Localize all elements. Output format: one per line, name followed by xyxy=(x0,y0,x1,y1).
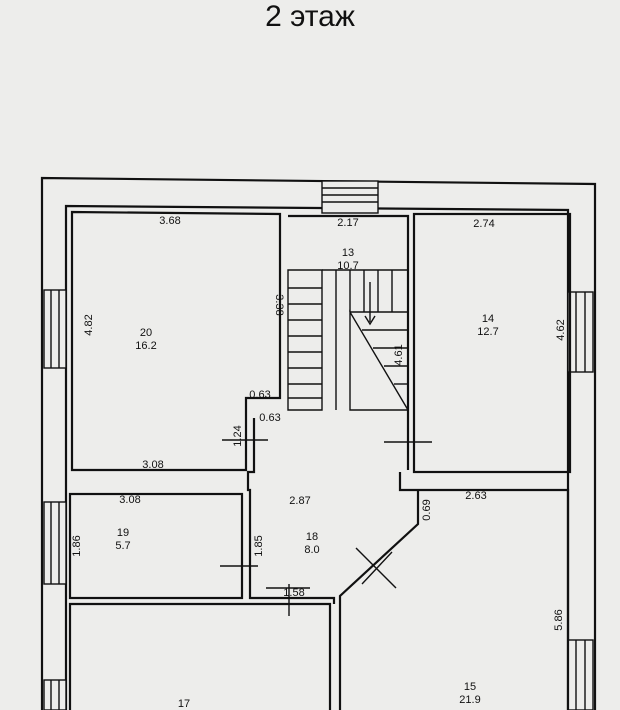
dim-room14-right: 4.62 xyxy=(555,319,567,340)
floor-title: 2 этаж xyxy=(265,0,355,33)
dim-stair-diag: 4.61 xyxy=(393,344,405,365)
dim-room13-top: 2.17 xyxy=(337,217,358,229)
room-20-walls xyxy=(70,210,282,472)
room-19-number: 19 xyxy=(117,527,129,539)
dim-room19-right: 1.85 xyxy=(253,535,265,556)
door-marks xyxy=(220,425,432,616)
dim-room20-bottom: 3.08 xyxy=(142,459,163,471)
room-18-number: 18 xyxy=(306,531,318,543)
room-18-walls xyxy=(246,418,336,604)
dim-room20-corner-w: 0.63 xyxy=(249,389,270,401)
room-14-walls xyxy=(412,212,572,474)
dim-room20-top: 3.68 xyxy=(159,215,180,227)
dim-room15-right: 5.86 xyxy=(553,609,565,630)
room-15-area: 21.9 xyxy=(459,694,480,706)
room-18-area: 8.0 xyxy=(304,544,319,556)
dim-room20-corner-h: 0.63 xyxy=(259,412,280,424)
room-13-area: 10.7 xyxy=(337,260,358,272)
dim-room19-left: 1.86 xyxy=(71,535,83,556)
dim-room20-left: 4.82 xyxy=(83,314,95,335)
room-15-number: 15 xyxy=(464,681,476,693)
room-19-walls xyxy=(68,492,244,600)
room-14-number: 14 xyxy=(482,313,494,325)
dim-room19-top: 3.08 xyxy=(119,494,140,506)
room-14-area: 12.7 xyxy=(477,326,498,338)
staircase xyxy=(287,269,409,411)
dim-hall-width: 2.87 xyxy=(289,495,310,507)
room-13-number: 13 xyxy=(342,247,354,259)
room-19-area: 5.7 xyxy=(115,540,130,552)
right-window-room15 xyxy=(567,639,594,710)
top-window xyxy=(321,180,379,214)
dim-hall-right: 0.69 xyxy=(421,499,433,520)
dim-hall-bottom: 1.58 xyxy=(283,587,304,599)
right-window-room14 xyxy=(567,291,594,373)
room-20-area: 16.2 xyxy=(135,340,156,352)
left-window-room17 xyxy=(43,679,67,710)
room-15-walls xyxy=(338,472,570,710)
dim-room20-right: 3.38 xyxy=(273,294,285,315)
room-17-walls xyxy=(68,602,332,710)
outer-walls xyxy=(40,176,597,710)
left-window-room19 xyxy=(43,501,67,585)
dim-room20-corner-side: 1.24 xyxy=(232,425,244,446)
room-17-number: 17 xyxy=(178,698,190,710)
dim-room15-top: 2.63 xyxy=(465,490,486,502)
room-20-number: 20 xyxy=(140,327,152,339)
left-window-room20 xyxy=(43,289,67,369)
dim-room14-top: 2.74 xyxy=(473,218,494,230)
